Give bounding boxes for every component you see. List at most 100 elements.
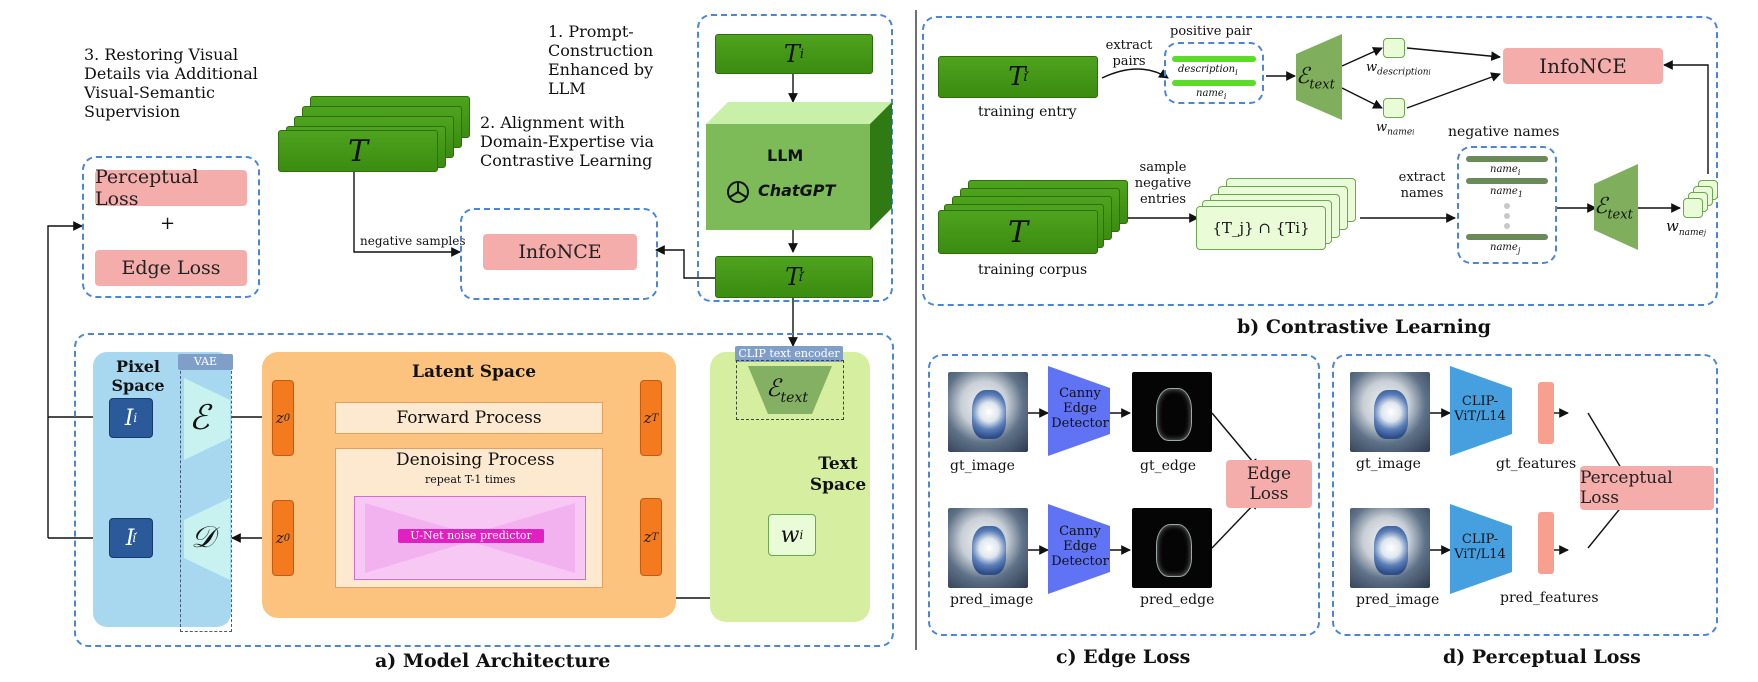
- b-corpus-box: T: [938, 210, 1098, 254]
- b-etext-bottom-symbol: ℰtext: [1594, 194, 1633, 223]
- repeat-label: repeat T-1 times: [425, 473, 516, 486]
- neg-name-bar-j: [1466, 234, 1548, 240]
- pixel-space-label: Pixel Space: [111, 357, 165, 395]
- pred-edge-thumb: [1132, 508, 1212, 588]
- edge-loss-group: [928, 354, 1320, 636]
- step3-text: 3. Restoring Visual Details via Addition…: [84, 45, 258, 121]
- text-space-label: Text Space: [809, 454, 867, 495]
- clip-vit-bottom-shape: [1450, 504, 1512, 594]
- pred-features-label: pred_features: [1500, 590, 1599, 606]
- gt-edge-label: gt_edge: [1140, 458, 1197, 474]
- chatgpt-icon: [724, 178, 752, 206]
- pred-features-bar: [1538, 512, 1554, 574]
- architecture-group: [74, 333, 894, 647]
- unet-noise-predictor: U-Net noise predictor: [398, 529, 544, 543]
- negative-samples-label: negative samples: [360, 234, 466, 248]
- clip-etext-shape: [748, 366, 832, 414]
- b-etext-bottom-shape: [1594, 164, 1638, 250]
- ellipsis-dots: [1503, 202, 1511, 232]
- perceptual-loss-box: Perceptual Loss: [95, 166, 247, 210]
- canny-top-label: Canny Edge Detector: [1051, 386, 1109, 431]
- clip-vit-top-label: CLIP-ViT/L14: [1454, 394, 1506, 424]
- b-etext-top-shape: [1296, 34, 1342, 120]
- perceptual-loss-title: d) Perceptual Loss: [1443, 646, 1641, 668]
- positive-pair-label: positive pair: [1170, 24, 1252, 39]
- w-desc-label: wdescriptioni: [1366, 60, 1431, 78]
- decoder-shape: [184, 498, 230, 580]
- description-label: descriptioni: [1178, 64, 1238, 77]
- w-name-square: [1383, 98, 1405, 118]
- b-infonce-box: InfoNCE: [1503, 48, 1663, 84]
- clip-vit-top-shape: [1450, 366, 1512, 456]
- name-label: namei: [1196, 88, 1227, 101]
- latent-space-label: Latent Space: [412, 362, 537, 382]
- training-corpus-label: training corpus: [978, 262, 1088, 278]
- gt-features-label: gt_features: [1496, 456, 1577, 472]
- llm-label: LLM: [767, 146, 804, 165]
- extract-pairs-label: extract pairs: [1105, 38, 1153, 69]
- c-pred-image-label: pred_image: [950, 592, 1034, 608]
- contrastive-group: [922, 16, 1718, 306]
- pred-image-thumb: [948, 508, 1028, 588]
- output-image-ii-prime: I′i: [109, 518, 153, 558]
- clip-dashed-frame: [736, 360, 844, 420]
- llm-group: [697, 14, 893, 302]
- forward-process-box: Forward Process: [335, 402, 603, 434]
- neg-name-i-label: namei: [1490, 164, 1521, 177]
- denoising-label: Denoising Process: [396, 450, 555, 470]
- w-namej-card: [1683, 198, 1703, 218]
- step2-text: 2. Alignment with Domain-Expertise via C…: [480, 113, 655, 170]
- vae-tag: VAE: [178, 354, 233, 370]
- gt-edge-thumb: [1132, 372, 1212, 452]
- neg-name-bar-1: [1466, 178, 1548, 184]
- loss-group: [82, 156, 260, 298]
- clip-etext-symbol: ℰtext: [766, 374, 808, 406]
- negative-names-label: negative names: [1448, 124, 1560, 140]
- unet-shape: [354, 496, 586, 580]
- chatgpt-label: ChatGPT: [758, 181, 836, 200]
- canny-bottom-label: Canny Edge Detector: [1051, 524, 1109, 569]
- contrastive-learning-title: b) Contrastive Learning: [1237, 316, 1491, 338]
- w-namej-label: wnamej: [1666, 217, 1707, 238]
- extract-names-label: extract names: [1398, 170, 1446, 201]
- d-pred-image-label: pred_image: [1356, 592, 1440, 608]
- edge-loss-title: c) Edge Loss: [1056, 646, 1191, 668]
- infonce-group: [460, 208, 658, 300]
- perceptual-loss-group: [1332, 354, 1718, 636]
- decoder-symbol: 𝒟: [191, 520, 215, 555]
- b-etext-top-symbol: ℰtext: [1296, 64, 1335, 93]
- corpus-t-box: T: [278, 130, 438, 172]
- clip-vit-bottom-label: CLIP-ViT/L14: [1454, 532, 1506, 562]
- plus-sign: +: [160, 213, 176, 234]
- w-desc-square: [1383, 38, 1405, 58]
- neg-name-j-label: namej: [1490, 242, 1521, 255]
- model-architecture-title: a) Model Architecture: [375, 650, 611, 672]
- encoder-symbol: ℰ: [189, 398, 210, 438]
- gt-features-bar: [1538, 382, 1554, 444]
- c-gt-image-label: gt_image: [950, 458, 1015, 474]
- negative-names-group: [1457, 146, 1557, 264]
- step1-text: 1. Prompt-Construction Enhanced by LLM: [548, 22, 654, 98]
- canny-bottom-shape: [1048, 504, 1110, 594]
- ti-prime-box: T′i: [715, 256, 873, 298]
- name-bar: [1172, 80, 1256, 86]
- neg-name-bar-i: [1466, 156, 1548, 162]
- llm-cube: [706, 102, 892, 230]
- set-expression-box: {T_j} ∩ {Ti}: [1196, 206, 1326, 250]
- encoder-shape: [184, 378, 230, 460]
- infonce-box: InfoNCE: [483, 234, 637, 270]
- sample-negative-label: sample negative entries: [1134, 160, 1192, 207]
- pred-edge-label: pred_edge: [1140, 592, 1215, 608]
- description-bar: [1172, 56, 1256, 62]
- positive-pair-group: [1164, 42, 1264, 104]
- canny-top-shape: [1048, 366, 1110, 456]
- d-pred-image-thumb: [1350, 508, 1430, 588]
- clip-text-encoder-tag: CLIP text encoder: [735, 346, 843, 362]
- training-entry-label: training entry: [978, 104, 1077, 120]
- d-gt-image-label: gt_image: [1356, 456, 1421, 472]
